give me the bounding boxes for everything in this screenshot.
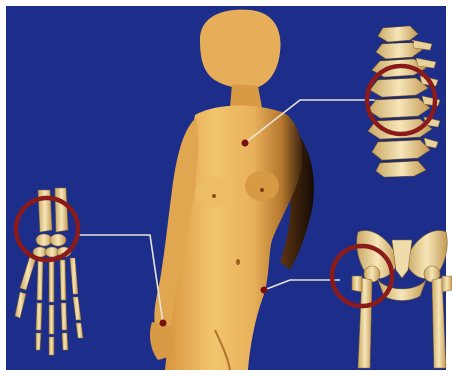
spine-marker-dot — [242, 140, 249, 147]
hip-marker-dot — [261, 287, 268, 294]
wrist-marker-dot — [160, 320, 167, 327]
